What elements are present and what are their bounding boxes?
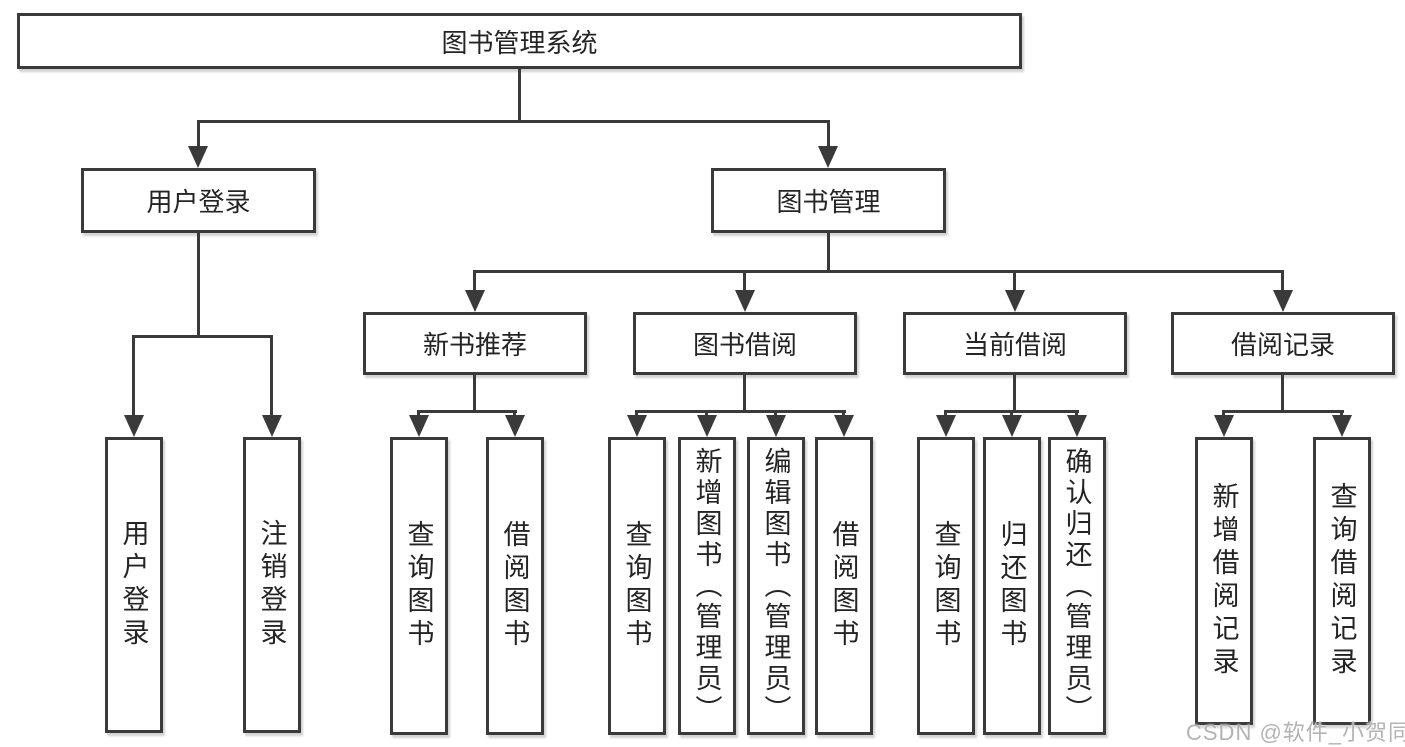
connector-arrowhead [465,290,485,312]
connector-v [827,233,830,270]
leaf-borrowing-add-admin: 新增图书（管理员） [678,437,736,735]
connector-arrowhead [1332,415,1352,437]
connector-arrowhead [262,415,282,437]
leaf-user-login: 用户登录 [105,437,163,733]
node-user-login: 用户登录 [81,168,316,233]
leaf-records-add: 新增借阅记录 [1195,437,1253,725]
connector-v [513,410,516,418]
leaf-current-confirm-admin: 确认归还（管理员） [1048,437,1106,735]
connector-v [1010,410,1013,418]
connector-v [197,233,200,335]
connector-arrowhead [834,415,854,437]
connector-h [417,410,517,413]
node-book-management: 图书管理 [711,168,946,233]
connector-arrowhead [1002,415,1022,437]
connector-v [473,270,476,292]
connector-h [197,120,829,123]
leaf-newbooks-query: 查询图书 [390,437,448,735]
leaf-logout-login: 注销登录 [243,437,301,733]
connector-v [1281,375,1284,410]
connector-arrowhead [766,415,786,437]
connector-v [743,375,746,410]
leaf-borrowing-query: 查询图书 [608,437,666,735]
leaf-current-query: 查询图书 [917,437,975,735]
connector-arrowhead [188,146,208,168]
connector-v [1222,410,1225,418]
connector-h [132,335,273,338]
connector-v [1013,270,1016,292]
leaf-records-query: 查询借阅记录 [1313,437,1371,725]
node-new-book-recommend: 新书推荐 [363,312,587,375]
leaf-borrowing-borrow: 借阅图书 [815,437,873,735]
connector-arrowhead [1273,290,1293,312]
node-borrow-records: 借阅记录 [1171,312,1395,375]
leaf-current-return: 归还图书 [983,437,1041,735]
connector-v [1075,410,1078,418]
watermark: CSDN @软件_小贺同学 [1186,720,1405,745]
connector-v [1340,410,1343,418]
connector-v [827,120,830,150]
connector-v [197,120,200,150]
connector-arrowhead [1067,415,1087,437]
connector-v [473,375,476,410]
connector-v [417,410,420,418]
leaf-newbooks-borrow: 借阅图书 [486,437,544,735]
connector-v [635,410,638,418]
connector-arrowhead [124,415,144,437]
node-book-borrowing: 图书借阅 [633,312,857,375]
connector-v [705,410,708,418]
connector-v [1013,375,1016,410]
node-library-system: 图书管理系统 [17,13,1022,69]
connector-v [842,410,845,418]
connector-h [473,270,1284,273]
connector-arrowhead [735,290,755,312]
connector-v [774,410,777,418]
connector-arrowhead [409,415,429,437]
connector-h [635,410,846,413]
connector-arrowhead [627,415,647,437]
connector-arrowhead [697,415,717,437]
connector-v [743,270,746,292]
connector-v [132,335,135,417]
connector-arrowhead [936,415,956,437]
connector-arrowhead [1214,415,1234,437]
connector-arrowhead [1005,290,1025,312]
leaf-borrowing-edit-admin: 编辑图书（管理员） [747,437,805,735]
connector-v [518,69,521,120]
connector-v [1281,270,1284,292]
node-current-borrowing: 当前借阅 [903,312,1127,375]
connector-arrowhead [818,146,838,168]
connector-arrowhead [505,415,525,437]
connector-h [1222,410,1344,413]
connector-v [944,410,947,418]
connector-v [270,335,273,417]
